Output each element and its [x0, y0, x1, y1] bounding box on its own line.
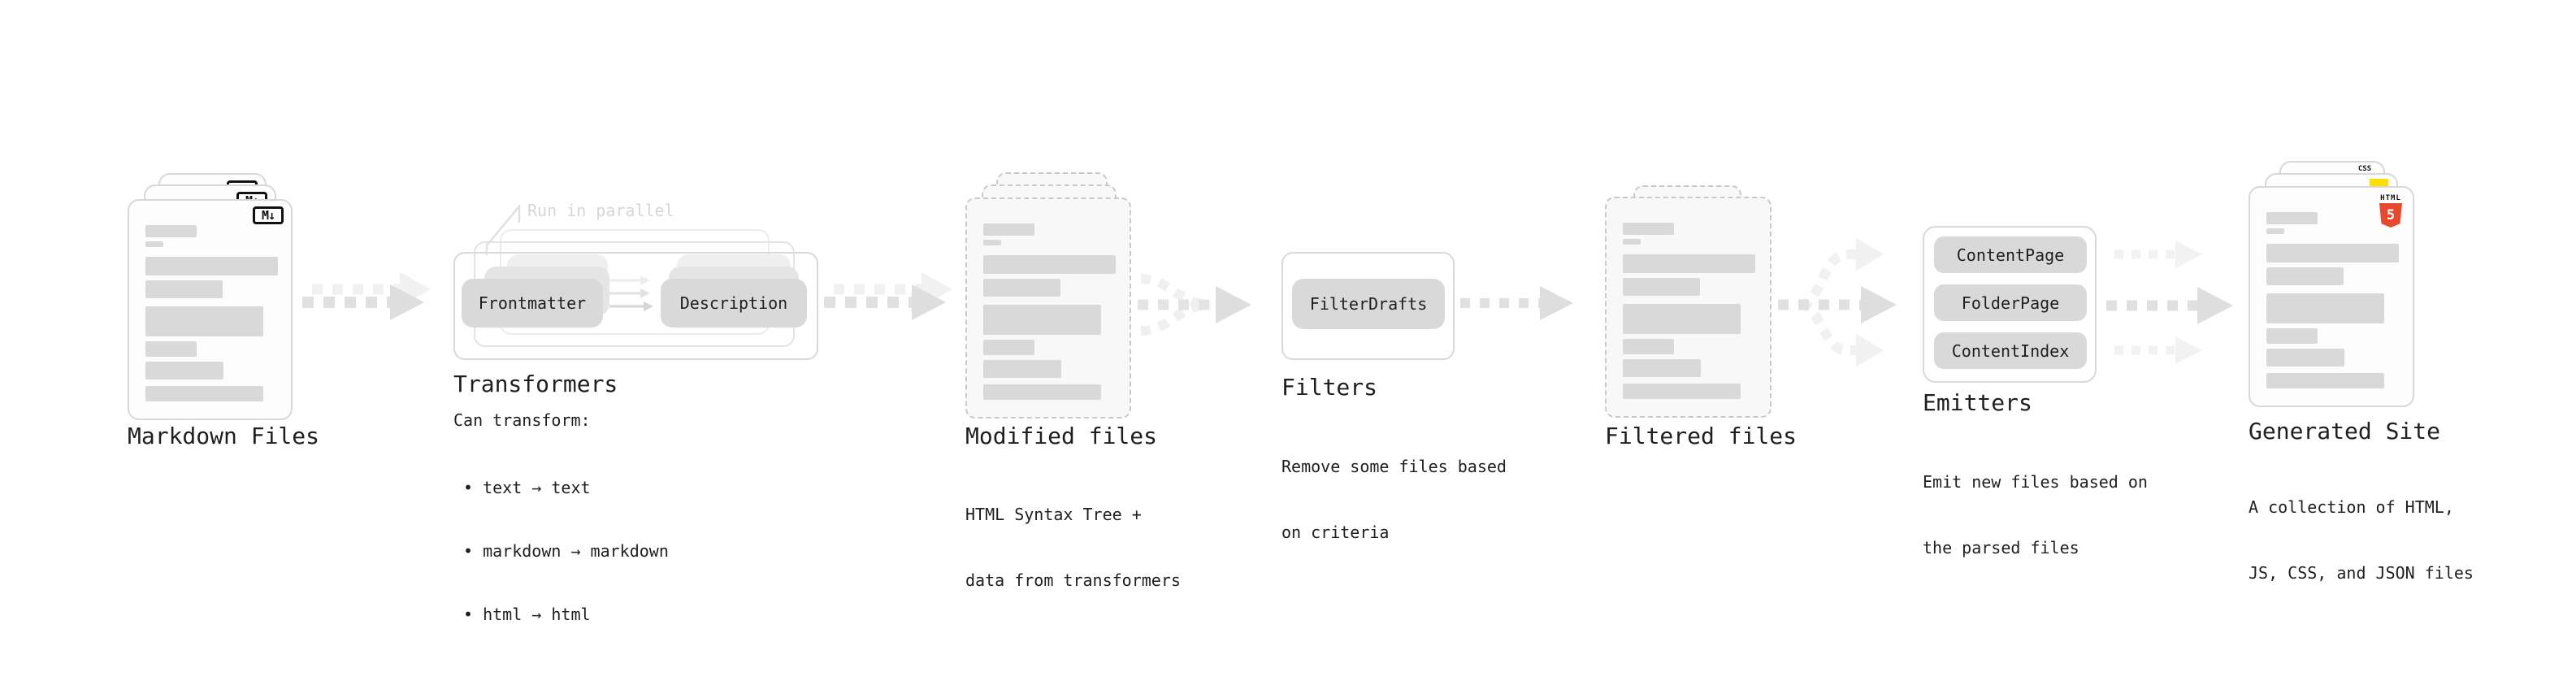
modified-file-card-front: [965, 197, 1131, 419]
markdown-file-card-front: M↓: [128, 199, 293, 420]
text-line-bar: [1623, 278, 1700, 296]
frontmatter-pill: Frontmatter: [462, 279, 603, 327]
text-line-bar: [2266, 373, 2384, 388]
document-text-placeholder: [967, 199, 1130, 417]
description-pill: Description: [661, 279, 807, 327]
html5-icon-number: 5: [2386, 207, 2396, 223]
text-line-bar: [2266, 349, 2344, 367]
text-line-bar: [2266, 212, 2318, 224]
text-line-bar: [1623, 239, 1641, 245]
document-text-placeholder: [1607, 198, 1770, 416]
text-line-bar: [983, 223, 1034, 236]
text-line-bar: [983, 384, 1101, 400]
folderpage-pill: FolderPage: [1934, 284, 2087, 321]
emitters-label: Emitters: [1923, 389, 2032, 416]
flow-arrow-filters-to-filtered-icon: [1460, 286, 1573, 320]
bullet-item: • html → html: [463, 605, 591, 624]
text-line-bar: [2266, 228, 2284, 234]
html5-icon: HTML 5: [2377, 194, 2405, 228]
site-file-card-front: HTML 5: [2249, 186, 2414, 407]
text-line-bar: [145, 225, 197, 237]
document-text-placeholder: [2250, 188, 2413, 406]
filters-label: Filters: [1281, 374, 1378, 401]
modified-files-label: Modified files: [965, 423, 1158, 449]
description-line: A collection of HTML,: [2249, 497, 2454, 517]
text-line-bar: [2266, 293, 2384, 323]
description-line: the parsed files: [1923, 538, 2079, 557]
contentpage-pill: ContentPage: [1934, 236, 2087, 273]
transform-step-arrows-icon: [609, 275, 653, 311]
text-line-bar: [983, 360, 1061, 378]
text-line-bar: [1623, 339, 1674, 354]
text-line-bar: [145, 362, 223, 380]
transformer-run-box-front: [453, 252, 818, 360]
text-line-bar: [983, 279, 1060, 297]
text-line-bar: [145, 306, 263, 336]
text-line-bar: [2266, 267, 2344, 285]
text-line-bar: [983, 240, 1001, 245]
flow-arrow-fan-out-emitters-icon: [1778, 238, 1897, 367]
generated-site-label: Generated Site: [2249, 418, 2441, 445]
markdown-icon: M↓: [253, 206, 284, 224]
run-in-parallel-annotation: Run in parallel: [527, 201, 674, 220]
transformers-bullet-list: • text → text • markdown → markdown • ht…: [463, 435, 669, 667]
contentindex-pill: ContentIndex: [1934, 332, 2087, 369]
flow-arrow-transformers-to-modified-icon: [824, 272, 952, 320]
text-line-bar: [145, 241, 163, 247]
description-line: data from transformers: [965, 570, 1181, 590]
bullet-item: • text → text: [463, 478, 591, 497]
text-line-bar: [983, 340, 1034, 355]
description-line: HTML Syntax Tree +: [965, 505, 1142, 524]
transformers-description: Can transform:: [453, 410, 591, 430]
text-line-bar: [1623, 223, 1674, 235]
text-line-bar: [1623, 304, 1741, 334]
markdown-files-label: Markdown Files: [128, 423, 320, 449]
description-line: Remove some files based: [1281, 457, 1507, 476]
text-line-bar: [145, 280, 223, 298]
flow-arrows-emitters-to-site-icon: [2106, 241, 2233, 364]
text-line-bar: [983, 255, 1116, 274]
text-line-bar: [145, 386, 263, 401]
description-line: Emit new files based on: [1923, 472, 2148, 492]
text-line-bar: [145, 257, 278, 275]
text-line-bar: [1623, 254, 1755, 273]
text-line-bar: [1623, 384, 1741, 399]
emitters-description: Emit new files based on the parsed files: [1923, 427, 2148, 603]
filtered-file-card-front: [1605, 197, 1772, 418]
transformers-label: Transformers: [453, 371, 618, 397]
flow-arrow-fan-in-filters-icon: [1138, 274, 1251, 336]
description-line: JS, CSS, and JSON files: [2249, 563, 2474, 583]
description-line: on criteria: [1281, 523, 1390, 542]
flow-arrow-markdown-to-transformers-icon: [302, 272, 431, 320]
css-icon-word: CSS: [2357, 165, 2372, 173]
text-line-bar: [145, 341, 197, 357]
html5-icon-word: HTML: [2380, 194, 2401, 202]
text-line-bar: [2266, 328, 2318, 344]
generated-site-description: A collection of HTML, JS, CSS, and JSON …: [2249, 453, 2474, 628]
text-line-bar: [1623, 359, 1701, 377]
document-text-placeholder: [129, 201, 291, 419]
annotation-leader-line: [485, 205, 521, 255]
filters-description: Remove some files based on criteria: [1281, 412, 1507, 588]
text-line-bar: [983, 305, 1101, 335]
filterdrafts-pill: FilterDrafts: [1292, 279, 1445, 329]
bullet-item: • markdown → markdown: [463, 541, 669, 561]
html5-icon-shield: 5: [2379, 203, 2402, 228]
text-line-bar: [2266, 244, 2399, 262]
modified-files-description: HTML Syntax Tree + data from transformer…: [965, 460, 1181, 635]
filtered-files-label: Filtered files: [1605, 423, 1798, 449]
